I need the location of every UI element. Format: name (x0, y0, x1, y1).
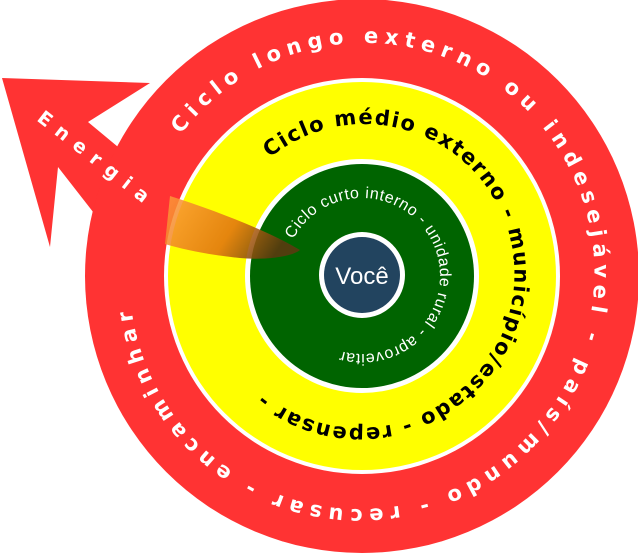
center-circle (324, 237, 400, 313)
center-label: Você (335, 263, 388, 290)
energy-glow (165, 196, 300, 259)
